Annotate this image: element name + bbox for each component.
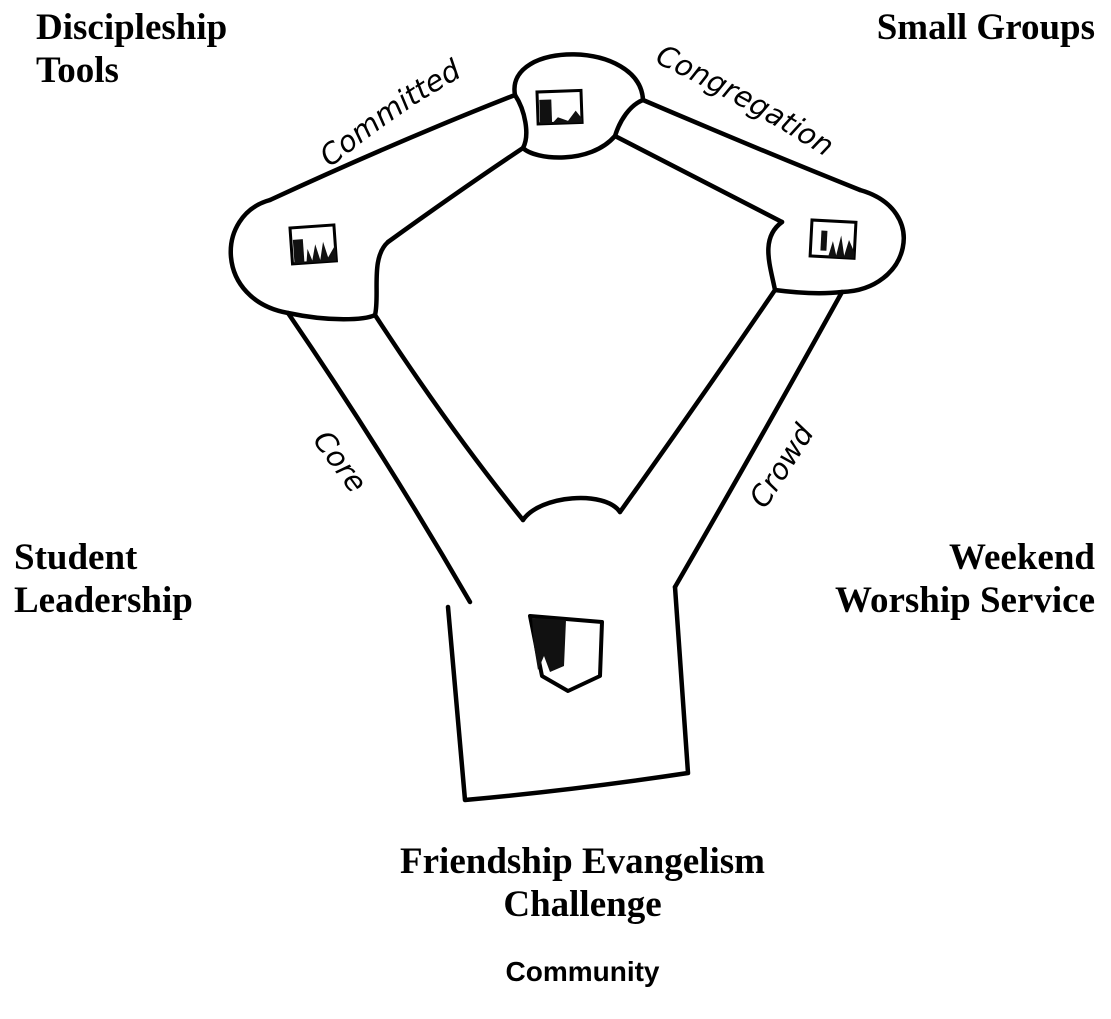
discipleship-tools-line-2: Tools [36, 50, 119, 91]
home-bulge [520, 495, 623, 523]
second-base-bulge [512, 52, 646, 160]
weekend-worship-line-2: Worship Service [834, 580, 1095, 621]
inner-edge-second-to-third [612, 133, 785, 225]
outer-edge-second-to-third [640, 97, 863, 193]
community-label: Community [505, 956, 660, 987]
inner-edge-first-to-home [372, 312, 526, 523]
discipleship-tools-line-1: Discipleship [36, 7, 228, 48]
discipleship-tools-label: Discipleship Tools [36, 6, 227, 92]
first-base-bulge [228, 197, 391, 322]
student-leadership-line-2: Leadership [14, 580, 193, 621]
committed-path-label: Committed [313, 52, 467, 173]
home-plate-icon [528, 614, 604, 693]
diamond-outline [228, 52, 906, 803]
outer-edge-first-to-home [285, 310, 473, 605]
small-groups-line-1: Small Groups [876, 7, 1095, 48]
core-path-text: Core [306, 424, 374, 499]
student-leadership-label: Student Leadership [14, 536, 193, 622]
third-base-bulge [766, 187, 906, 296]
friendship-evangelism-label: Friendship Evangelism Challenge [0, 840, 1111, 926]
crowd-path-label: Crowd [742, 417, 821, 513]
friendship-evangelism-line-1: Friendship Evangelism [400, 841, 765, 882]
home-box [445, 584, 691, 803]
outer-edge-third-to-home [672, 289, 845, 590]
outer-edge-first-to-second [267, 92, 518, 203]
first-base-icon [288, 223, 339, 266]
small-groups-label: Small Groups [877, 6, 1095, 49]
inner-edge-first-to-second [385, 145, 526, 245]
second-base-icon [535, 88, 584, 126]
weekend-worship-label: Weekend Worship Service [835, 536, 1095, 622]
inner-edge-third-to-home [617, 287, 778, 515]
crowd-path-text: Crowd [742, 417, 821, 513]
friendship-evangelism-line-2: Challenge [503, 884, 662, 925]
third-base-icon [808, 218, 858, 260]
weekend-worship-line-1: Weekend [949, 537, 1095, 578]
core-path-label: Core [306, 424, 374, 499]
committed-path-text: Committed [313, 52, 467, 173]
student-leadership-line-1: Student [14, 537, 138, 578]
